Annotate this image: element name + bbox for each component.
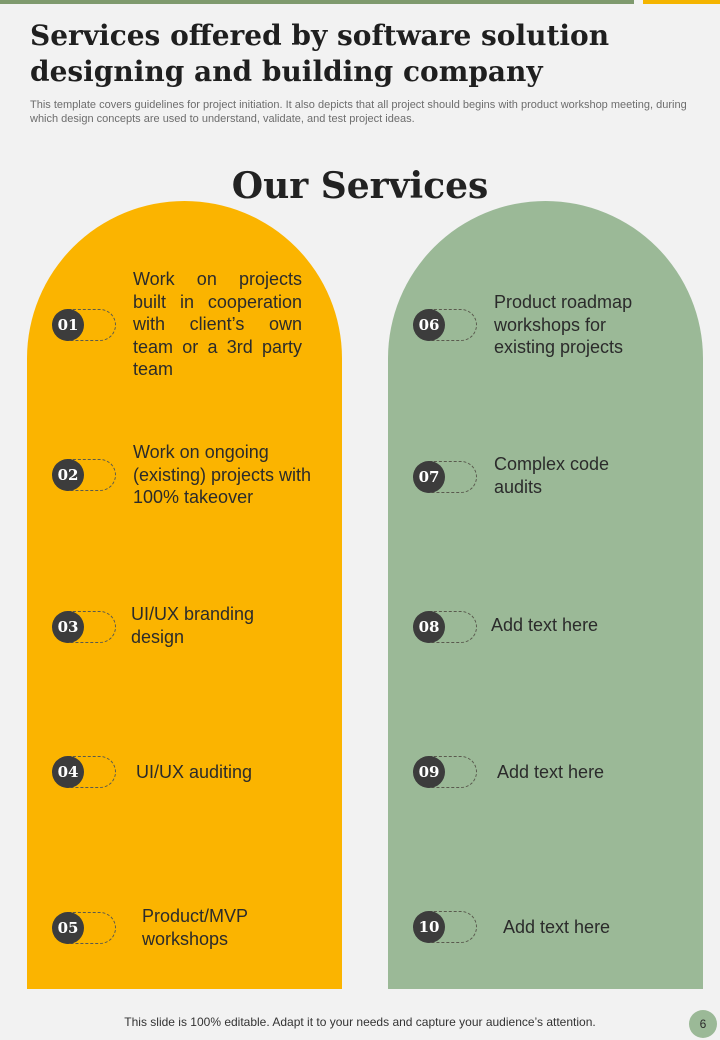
number-badge: 10 [413,911,445,943]
service-label-06: Product roadmap workshops for existing p… [494,292,633,357]
service-label-04: UI/UX auditing [136,762,253,782]
service-label-09: Add text here [497,762,605,782]
top-accent-bar-green [0,0,634,4]
page-title: Services offered by software solution de… [30,19,610,88]
number-badge: 01 [52,309,84,341]
top-accent-bar-yellow [643,0,720,4]
number-badge: 04 [52,756,84,788]
number-badge: 08 [413,611,445,643]
service-label-10: Add text here [503,917,611,937]
page-number-badge: 6 [689,1010,717,1038]
service-label-05: Product/MVP workshops [142,906,248,949]
number-badge: 09 [413,756,445,788]
service-label-08: Add text here [491,615,599,635]
number-badge: 02 [52,459,84,491]
number-badge: 07 [413,461,445,493]
number-badge: 05 [52,912,84,944]
service-label-03: UI/UX branding design [131,604,255,647]
service-label-01: Work on projects built in cooperation wi… [133,269,302,379]
number-badge: 03 [52,611,84,643]
service-label-02: Work on ongoing (existing) projects with… [133,442,312,507]
service-label-07: Complex code audits [494,454,610,497]
footer-note: This slide is 100% editable. Adapt it to… [124,1015,596,1029]
page-subtitle: This template covers guidelines for proj… [30,99,687,125]
number-badge: 06 [413,309,445,341]
section-heading: Our Services [231,165,489,207]
